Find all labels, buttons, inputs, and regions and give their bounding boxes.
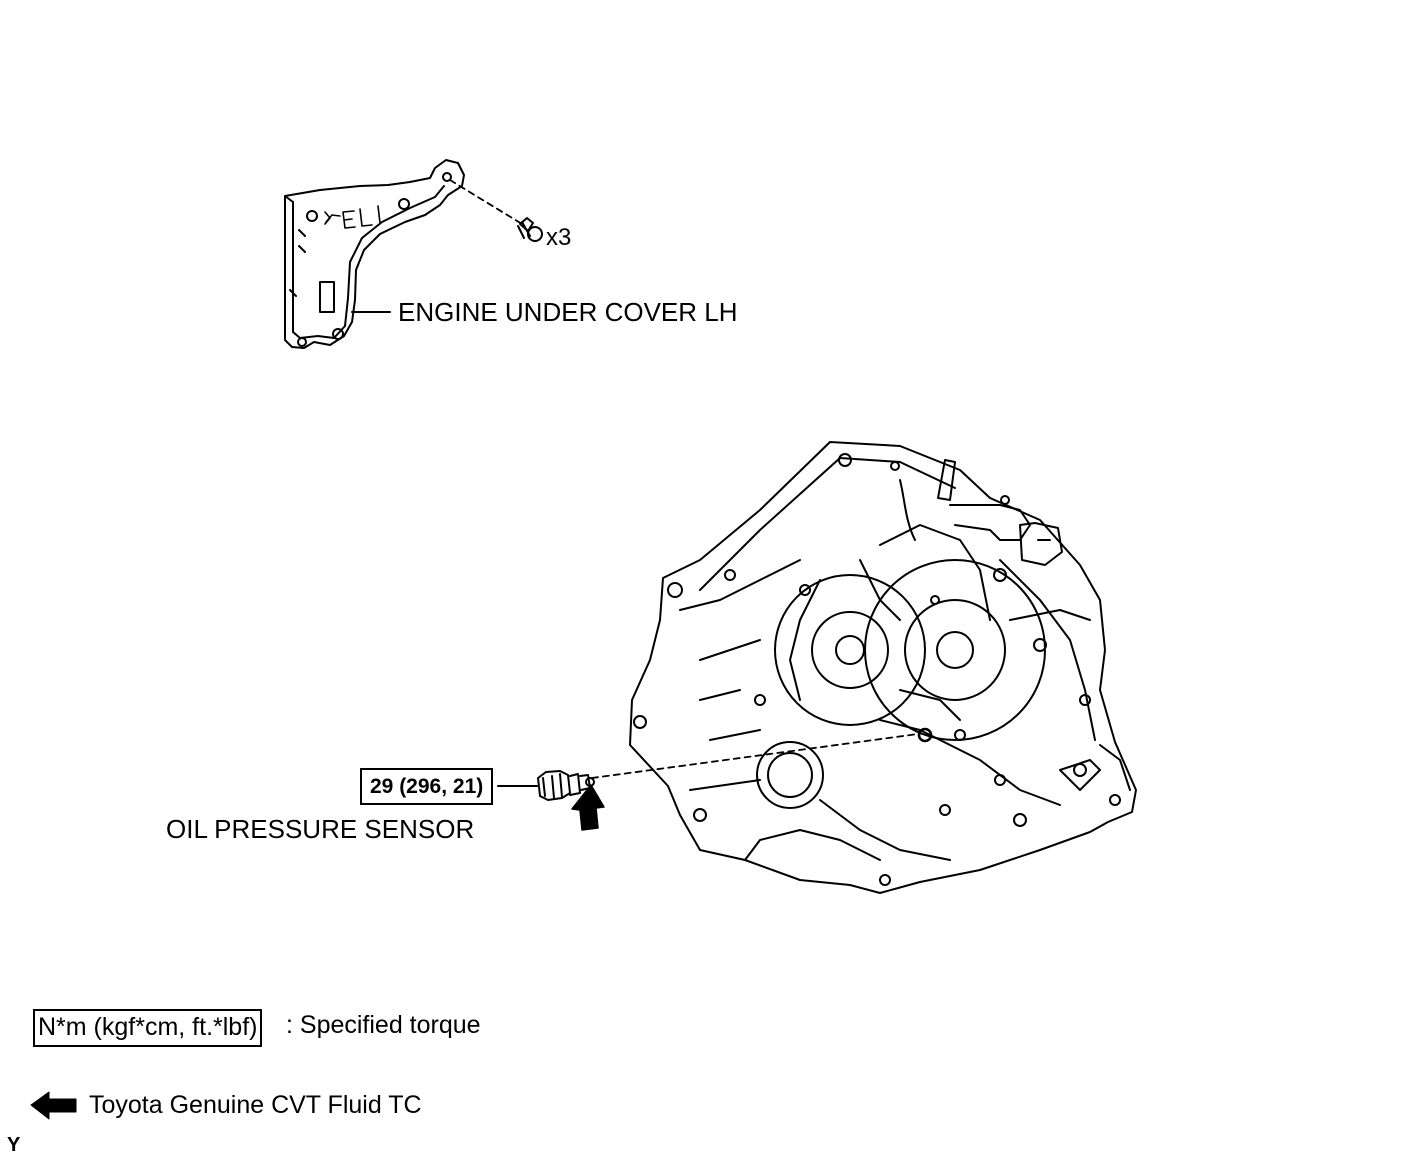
legend-fluid-description: Toyota Genuine CVT Fluid TC xyxy=(89,1091,422,1119)
torque-value: 29 (296, 21) xyxy=(370,775,484,798)
transaxle-assembly xyxy=(629,441,1137,894)
legend-torque-box: N*m (kgf*cm, ft.*lbf) xyxy=(33,1009,263,1047)
bolt-icon xyxy=(517,217,543,242)
bolt-quantity-label: x3 xyxy=(546,224,572,251)
bolt-dashed-leader xyxy=(449,179,523,225)
fluid-application-arrow-icon xyxy=(571,784,605,831)
sensor-dashed-leader xyxy=(591,733,919,779)
legend-torque-units: N*m (kgf*cm, ft.*lbf) xyxy=(38,1013,258,1041)
torque-value-box: 29 (296, 21) xyxy=(360,768,494,805)
engine-under-cover-label: ENGINE UNDER COVER LH xyxy=(398,297,738,327)
oil-pressure-sensor-label: OIL PRESSURE SENSOR xyxy=(166,814,475,844)
engine-under-cover-part xyxy=(284,159,465,349)
legend-arrow-icon xyxy=(30,1091,77,1120)
corner-mark: Y xyxy=(7,1134,21,1156)
legend-torque-description: : Specified torque xyxy=(286,1011,481,1039)
